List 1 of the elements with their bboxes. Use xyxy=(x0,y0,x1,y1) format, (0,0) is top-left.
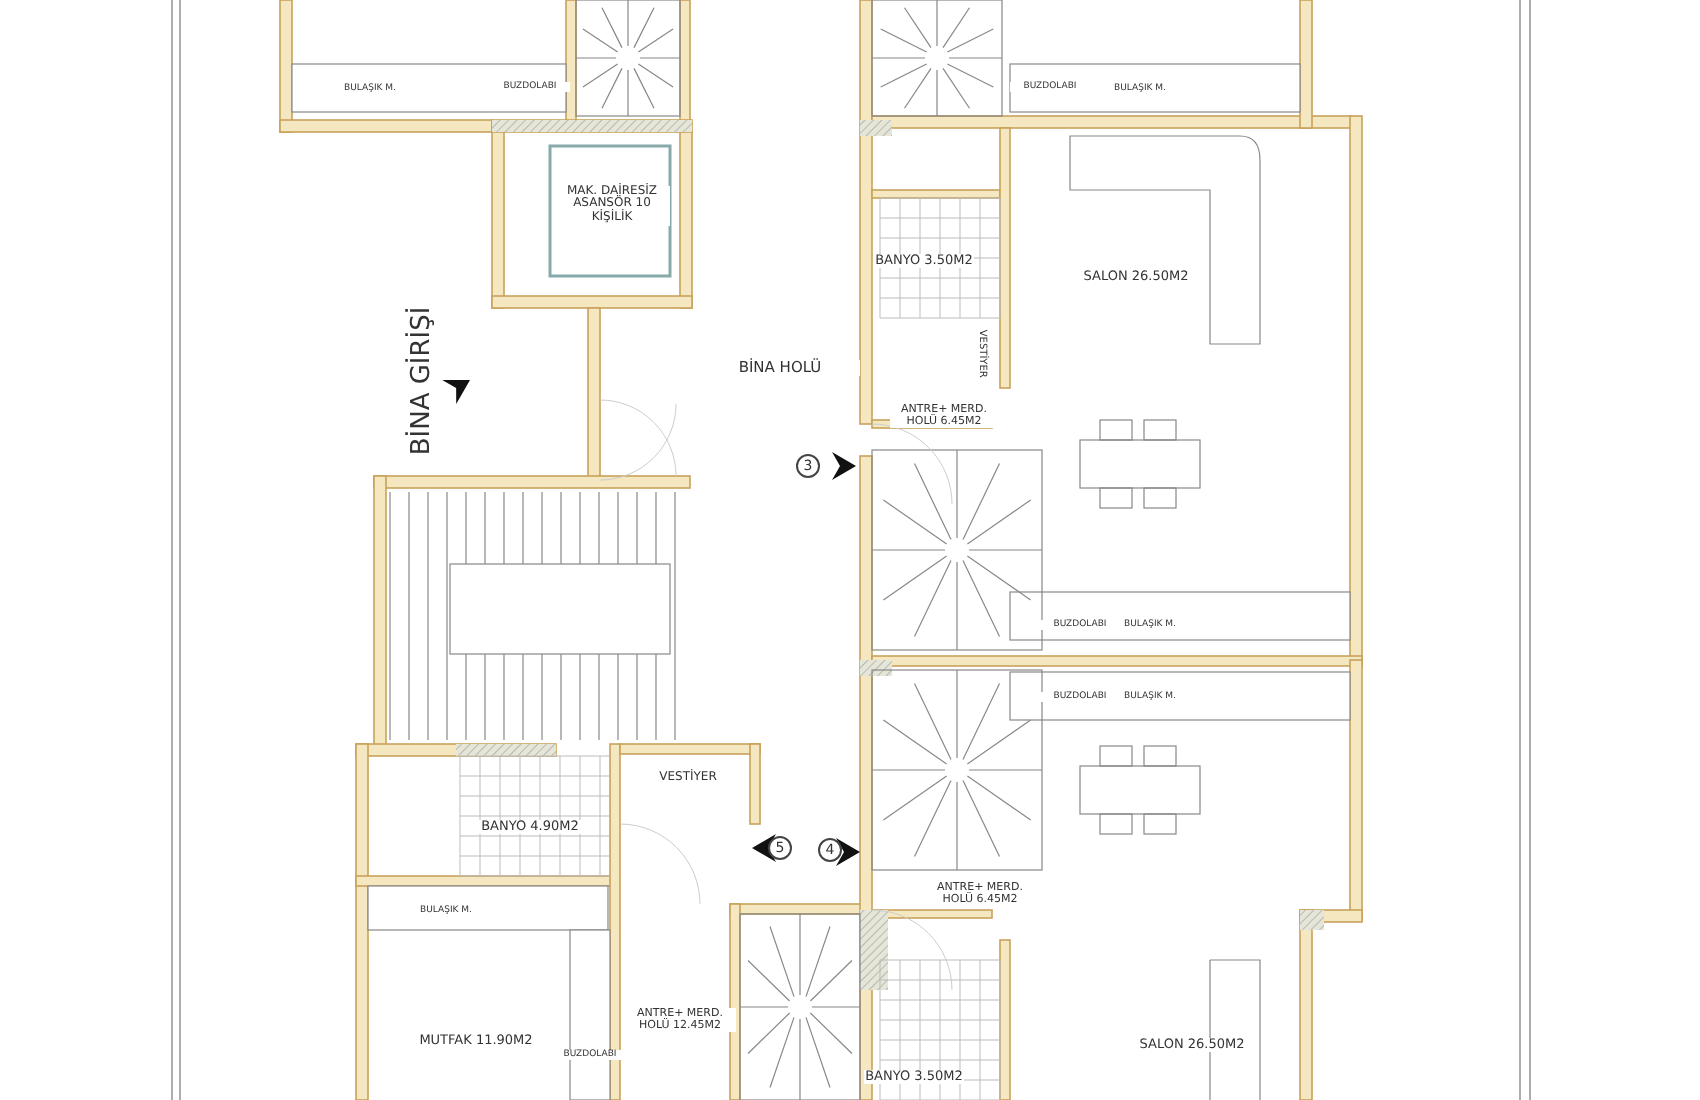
entrance-label: BİNA GİRİŞİ xyxy=(409,305,440,455)
